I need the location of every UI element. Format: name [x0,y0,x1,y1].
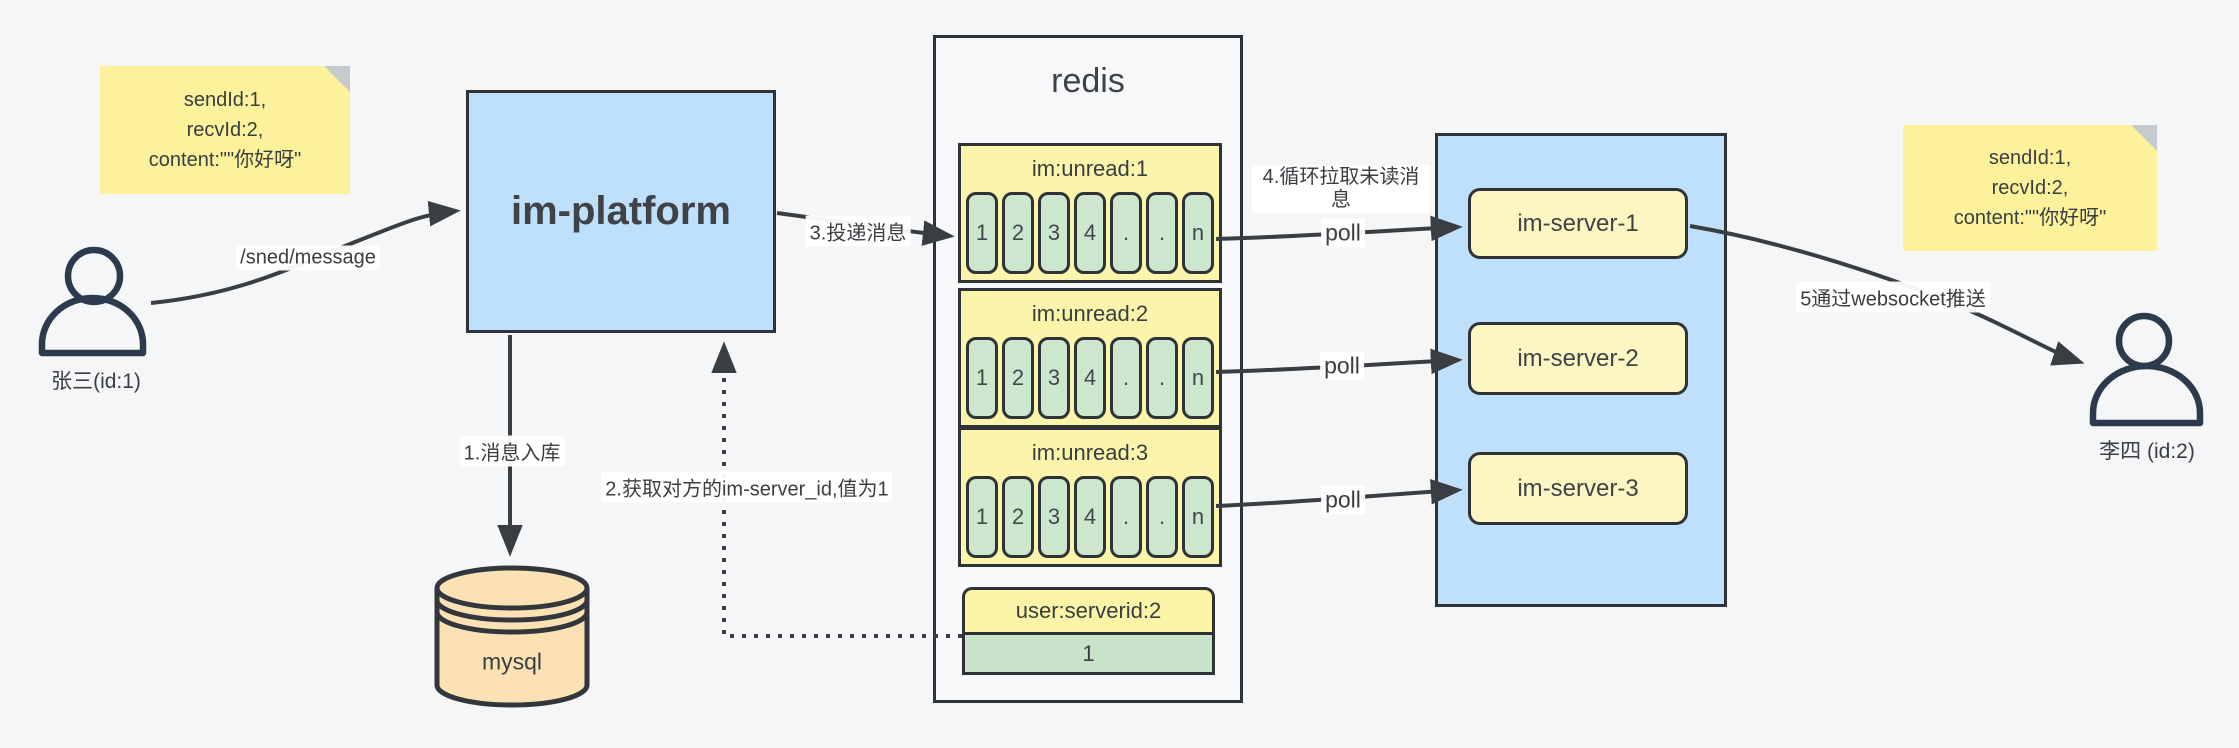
sticky-note-right: sendId:1, recvId:2, content:""你好呀" [1903,125,2157,251]
queue-cell: . [1110,192,1142,274]
queue-cells: 1 2 3 4 . . n [961,192,1219,274]
note-line: recvId:2, [186,119,264,141]
kv-key: user:serverid:2 [962,587,1215,635]
queue-cell: 4 [1074,476,1106,558]
queue-cell: 3 [1038,337,1070,419]
queue-cell: 3 [1038,192,1070,274]
queue-cell: 1 [966,337,998,419]
im-platform-node: im-platform [466,90,776,333]
edge-label-push: 5通过websocket推送 [1796,281,1990,313]
edge-label-lookup: 2.获取对方的im-server_id,值为1 [601,471,893,503]
mysql-database-icon [434,565,590,708]
queue-cell: 2 [1002,476,1034,558]
mysql-label: mysql [481,648,543,675]
edge-label-pull: 4.循环拉取未读消息 [1252,165,1430,213]
queue-cell: 1 [966,476,998,558]
redis-title: redis [1051,62,1125,100]
person-icon-left [38,246,147,357]
queue-cell: 4 [1074,192,1106,274]
queue-cells: 1 2 3 4 . . n [961,476,1219,558]
edge-label-poll-2: poll [1320,351,1364,381]
note-fold-icon [2131,125,2157,151]
queue-im-unread-1: im:unread:1 1 2 3 4 . . n [958,143,1222,283]
queue-cell: 2 [1002,192,1034,274]
queue-cells: 1 2 3 4 . . n [961,337,1219,419]
im-server-1-node: im-server-1 [1468,188,1688,259]
queue-cell: 2 [1002,337,1034,419]
sticky-note-left: sendId:1, recvId:2, content:""你好呀" [100,66,350,194]
queue-cell: n [1182,337,1214,419]
kv-value: 1 [962,632,1215,675]
actor-label-left: 张三(id:1) [51,370,141,393]
queue-cell: n [1182,192,1214,274]
actor-label-right: 李四 (id:2) [2099,440,2195,463]
note-line: sendId:1, [183,89,267,111]
queue-cell: 4 [1074,337,1106,419]
queue-cell: 3 [1038,476,1070,558]
edge-label-send: /sned/message [236,245,380,271]
im-platform-label: im-platform [511,189,731,233]
queue-cell: . [1146,476,1178,558]
queue-cell: . [1146,192,1178,274]
person-icon-right [2089,312,2204,427]
note-line: content:""你好呀" [1953,207,2107,229]
edge-label-poll-3: poll [1321,485,1365,515]
im-server-2-node: im-server-2 [1468,322,1688,395]
note-fold-icon [324,66,350,92]
edge-label-poll-1: poll [1321,218,1365,248]
note-line: content:""你好呀" [148,149,302,171]
edge-label-store: 1.消息入库 [459,435,565,467]
im-server-3-node: im-server-3 [1468,452,1688,525]
queue-cell: . [1110,476,1142,558]
note-line: recvId:2, [1991,177,2069,199]
queue-title: im:unread:2 [1031,301,1149,326]
queue-title: im:unread:1 [1031,156,1149,181]
queue-cell: n [1182,476,1214,558]
queue-title: im:unread:3 [1031,440,1149,465]
note-line: sendId:1, [1988,147,2072,169]
queue-cell: . [1146,337,1178,419]
queue-cell: . [1110,337,1142,419]
queue-im-unread-3: im:unread:3 1 2 3 4 . . n [958,427,1222,567]
queue-cell: 1 [966,192,998,274]
edge-label-deliver: 3.投递消息 [805,215,911,247]
queue-im-unread-2: im:unread:2 1 2 3 4 . . n [958,288,1222,428]
kv-user-serverid: user:serverid:2 1 [962,587,1215,675]
